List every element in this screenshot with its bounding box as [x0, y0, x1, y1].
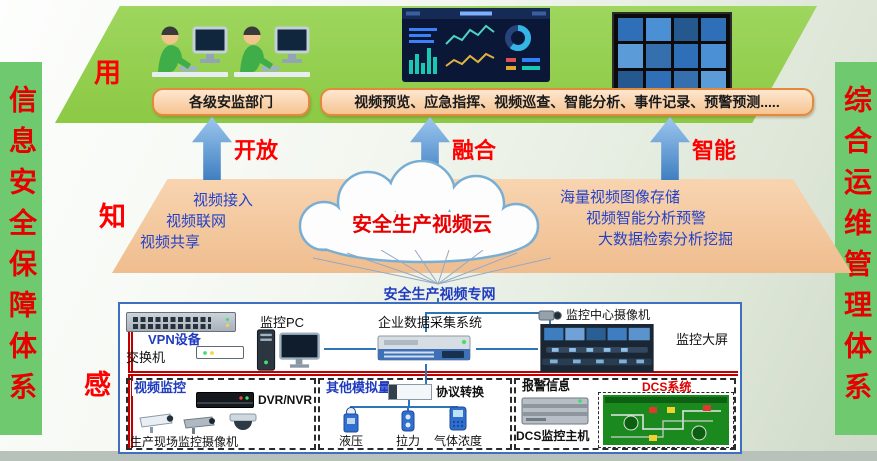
cloud-title: 安全生产视频云 [352, 214, 492, 236]
hydraulic-sensor-icon [343, 407, 359, 433]
dvr-icon [196, 392, 254, 408]
users-workstations-icon [150, 25, 310, 79]
site-cameras-icon [139, 413, 257, 434]
network-fan-lines [312, 250, 552, 285]
analog-title: 其他模拟量 [324, 380, 394, 396]
protocol-converter-icon [388, 384, 432, 400]
sense-layer-label: 感 [84, 370, 111, 400]
dcs-system-label: DCS系统 [640, 380, 694, 395]
use-layer-label: 用 [94, 58, 121, 88]
dept-box: 各级安监部门 [152, 88, 310, 116]
left-banner: 信息安全保障体系 [0, 62, 42, 435]
know-left-item-3: 视频共享 [140, 234, 201, 251]
big-screen-label: 监控大屏 [676, 332, 729, 347]
dvr-label: DVR/NVR [258, 393, 313, 407]
tension-sensor-icon [401, 410, 415, 432]
switch-ports [133, 324, 211, 329]
red-bus-line-horizontal [128, 371, 738, 376]
video-monitor-title: 视频监控 [132, 380, 189, 396]
link-daq-controlroom [476, 348, 538, 350]
arrow-smart-icon [650, 117, 690, 180]
switch-led [226, 324, 229, 327]
functions-box: 视频预览、应急指挥、视频巡查、智能分析、事件记录、预警预测..... [320, 88, 814, 116]
dcs-hmi-image [603, 395, 729, 445]
link-daq-up [425, 312, 427, 332]
alarm-box [514, 378, 736, 450]
know-left-item-1: 视频接入 [193, 192, 254, 209]
arrow-smart-label: 智能 [692, 138, 737, 163]
center-camera-label: 监控中心摄像机 [566, 308, 651, 322]
know-right-item-3: 大数据检索分析挖掘 [598, 231, 734, 248]
know-layer-label: 知 [99, 202, 126, 232]
video-wall-icon [612, 12, 732, 100]
hydraulic-label: 液压 [339, 434, 364, 448]
site-cameras-label: 生产现场监控摄像机 [130, 435, 239, 449]
monitor-pc-icon [256, 329, 320, 371]
link-daq-converter [425, 364, 427, 386]
know-left-item-2: 视频联网 [166, 213, 227, 230]
switch-icon [126, 312, 236, 332]
daq-icon [377, 335, 471, 361]
monitor-pc-label: 监控PC [260, 315, 305, 330]
equipment-network-box: VPN设备 交换机 监控PC 企业数据采集系统 监控中心摄像机 [118, 302, 742, 454]
switch-label: 交换机 [126, 350, 166, 365]
switch-ports [133, 317, 211, 322]
red-bus-line-vertical [128, 330, 133, 448]
link-sensor-bus [350, 406, 458, 408]
analog-box [318, 378, 512, 450]
alarm-title: 报警信息 [520, 379, 573, 394]
gas-sensor-icon [449, 406, 467, 431]
video-monitor-box [126, 378, 316, 450]
tension-label: 拉力 [396, 434, 421, 448]
dcs-host-icon [521, 397, 589, 425]
dcs-host-label: DCS监控主机 [516, 429, 590, 443]
protocol-converter-label: 协议转换 [436, 385, 485, 399]
vpn-label: VPN设备 [148, 332, 201, 347]
control-room-image [540, 324, 654, 372]
private-network-title: 安全生产视频专网 [383, 286, 496, 302]
dashboard-screen-icon [402, 8, 550, 82]
center-camera-icon [538, 310, 562, 321]
gas-label: 气体浓度 [434, 434, 483, 448]
link-pc-daq [324, 348, 376, 350]
link-daq-camera [425, 312, 551, 314]
know-right-item-1: 海量视频图像存储 [560, 189, 681, 206]
arrow-open-icon [192, 117, 232, 180]
arrow-fusion-label: 融合 [452, 138, 497, 163]
link-converter-down [408, 400, 410, 406]
network-drop-line [437, 298, 439, 304]
cloud-icon [298, 160, 540, 264]
switch-led [226, 318, 229, 321]
slide-bottom-edge [0, 451, 877, 461]
arrow-open-label: 开放 [234, 138, 279, 163]
dcs-inner-box [598, 392, 734, 448]
right-banner: 综合运维管理体系 [835, 62, 877, 435]
daq-label: 企业数据采集系统 [378, 315, 483, 330]
know-right-item-2: 视频智能分析预警 [586, 210, 707, 227]
vpn-device-icon [196, 346, 244, 359]
